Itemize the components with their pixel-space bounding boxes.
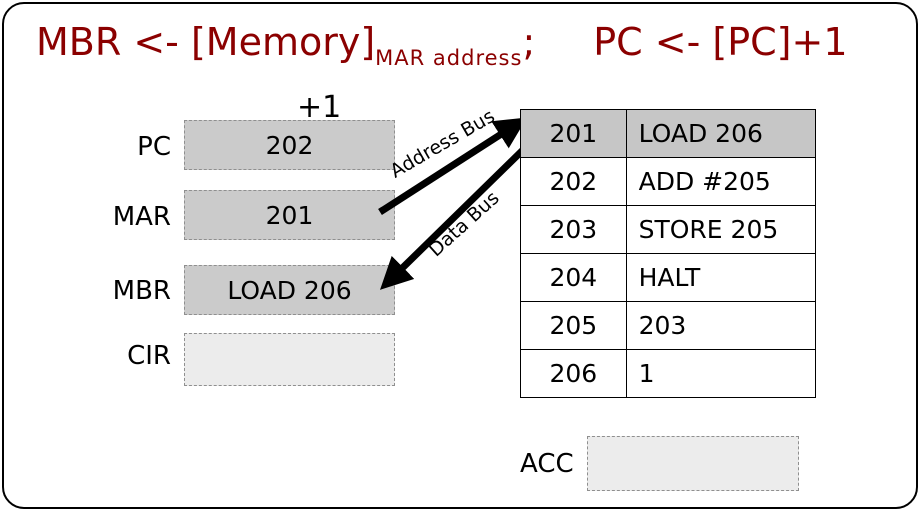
memory-row-206: 206 1: [520, 349, 817, 398]
memory-address: 205: [520, 301, 627, 350]
cycle-equation-title: MBR <- [Memory]MAR address; PC <- [PC]+1: [36, 20, 896, 70]
memory-table: 201 LOAD 206 202 ADD #205 203 STORE 205 …: [520, 109, 817, 398]
mar-register-value: 201: [265, 200, 314, 230]
mbr-register-value: LOAD 206: [227, 275, 352, 305]
pc-register-value: 202: [265, 130, 314, 160]
mar-register-box: 201: [184, 190, 395, 240]
mbr-register-box: LOAD 206: [184, 265, 395, 315]
memory-instruction: HALT: [625, 253, 817, 302]
memory-instruction: 203: [625, 301, 817, 350]
memory-instruction: 1: [625, 349, 817, 398]
pc-increment-annotation: +1: [297, 90, 342, 125]
memory-row-202: 202 ADD #205: [520, 157, 817, 206]
memory-instruction: LOAD 206: [625, 109, 817, 158]
memory-row-201: 201 LOAD 206: [520, 109, 817, 158]
memory-row-204: 204 HALT: [520, 253, 817, 302]
memory-address: 201: [520, 109, 627, 158]
acc-register-label: ACC: [520, 449, 574, 479]
title-mbr-expression: MBR <- [Memory]: [36, 20, 376, 64]
memory-address: 206: [520, 349, 627, 398]
pc-register-label: PC: [137, 132, 171, 162]
data-bus-label: Data Bus: [424, 187, 504, 262]
pc-register-box: 202: [184, 120, 395, 170]
title-separator: ;: [522, 20, 536, 64]
cir-register-label: CIR: [127, 341, 171, 371]
memory-instruction: ADD #205: [625, 157, 817, 206]
address-bus-label: Address Bus: [386, 105, 499, 183]
memory-instruction: STORE 205: [625, 205, 817, 254]
acc-register-box: [587, 436, 799, 491]
memory-address: 202: [520, 157, 627, 206]
title-subscript: MAR address: [375, 46, 523, 70]
mbr-register-label: MBR: [112, 276, 171, 306]
title-pc-expression: PC <- [PC]+1: [593, 20, 848, 64]
cir-register-box: [184, 333, 395, 386]
memory-address: 204: [520, 253, 627, 302]
memory-row-203: 203 STORE 205: [520, 205, 817, 254]
memory-row-205: 205 203: [520, 301, 817, 350]
mar-register-label: MAR: [112, 202, 171, 232]
memory-address: 203: [520, 205, 627, 254]
